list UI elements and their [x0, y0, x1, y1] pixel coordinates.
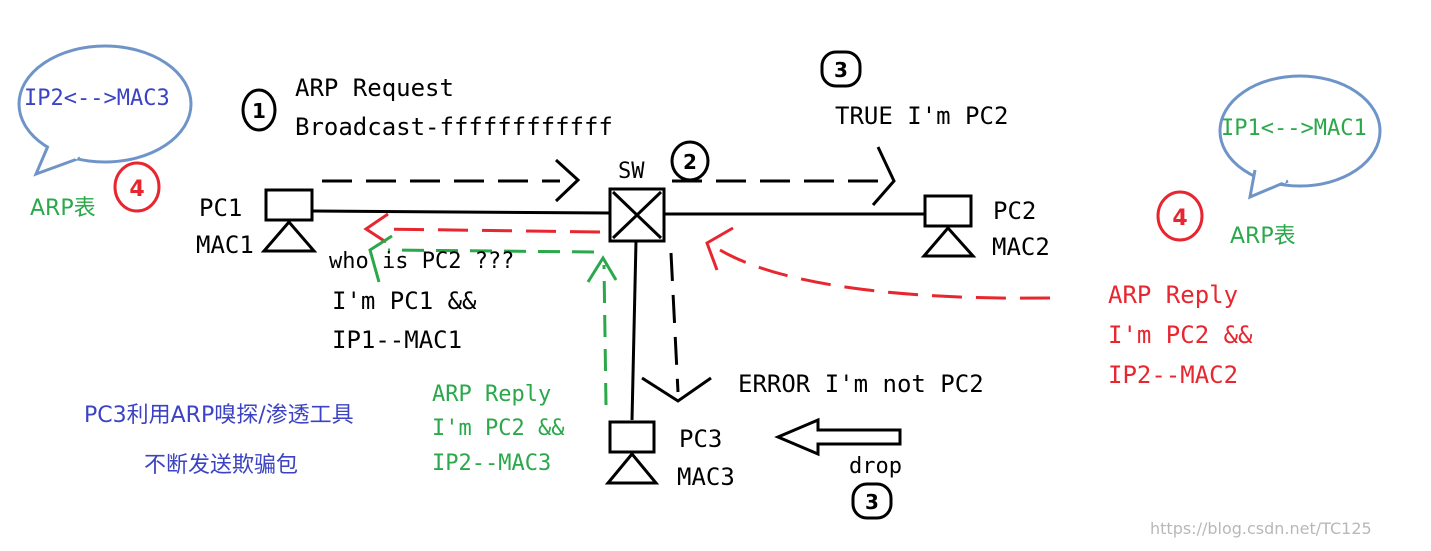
request-arrow-sw-to-pc3 — [641, 252, 712, 403]
pc3-icon — [604, 420, 660, 485]
step-circle-forward: 2 — [670, 140, 710, 182]
step-circle-true-reply: 3 — [820, 50, 862, 88]
true-reply-label: TRUE I'm PC2 — [835, 102, 1009, 130]
step-true-reply-label: 3 — [834, 58, 848, 82]
request-arrow-pc1-to-sw — [322, 158, 581, 203]
link-pc1-sw — [312, 209, 611, 215]
step-drop-label: 3 — [865, 490, 879, 514]
step-right-table-label: 4 — [1172, 206, 1187, 231]
error-label: ERROR I'm not PC2 — [738, 370, 984, 398]
drop-label: drop — [849, 454, 902, 479]
step-circle-right-table: 4 — [1156, 190, 1204, 242]
request-broadcast: Broadcast-ffffffffffff — [295, 113, 613, 141]
request-line1: who is PC2 ??? — [329, 249, 515, 274]
pc3-reply-line2: I'm PC2 && — [432, 416, 565, 441]
pc3-reply-line1: ARP Reply — [432, 382, 552, 407]
step-forward-label: 2 — [683, 150, 697, 174]
pc1-mac: MAC1 — [196, 231, 254, 259]
reply-arrow-pc2-to-pc1 — [363, 212, 1051, 300]
arp-table-bubble-left — [17, 44, 193, 177]
left-table-entry: IP2<-->MAC3 — [24, 86, 170, 111]
step-left-table-label: 4 — [129, 177, 144, 202]
spoof-arrow-pc3-to-pc1 — [368, 234, 618, 406]
step-request-label: 1 — [252, 99, 266, 123]
pc3-mac: MAC3 — [677, 463, 735, 491]
switch-icon — [608, 187, 666, 243]
attacker-note-line1: PC3利用ARP嗅探/渗透工具 — [84, 403, 354, 428]
request-line2: I'm PC1 && — [332, 287, 477, 315]
pc2-icon — [920, 194, 977, 258]
right-table-entry: IP1<-->MAC1 — [1221, 116, 1367, 141]
request-title: ARP Request — [295, 74, 454, 102]
pc2-reply-line2: I'm PC2 && — [1108, 321, 1253, 349]
left-table-label: ARP表 — [30, 196, 96, 221]
step-circle-request: 1 — [241, 88, 277, 132]
request-line3: IP1--MAC1 — [332, 326, 463, 354]
pc2-reply-line1: ARP Reply — [1108, 281, 1239, 309]
pc1-icon — [260, 188, 318, 253]
pc1-name: PC1 — [199, 194, 243, 222]
step-circle-drop: 3 — [851, 482, 893, 520]
attacker-note-line2: 不断发送欺骗包 — [144, 453, 299, 478]
request-arrow-sw-to-pc2 — [672, 146, 896, 206]
right-table-label: ARP表 — [1230, 224, 1296, 249]
arp-table-bubble-right — [1218, 74, 1382, 200]
step-circle-left-table: 4 — [113, 161, 161, 213]
pc2-name: PC2 — [993, 197, 1037, 225]
pc3-name: PC3 — [679, 425, 723, 453]
pc3-reply-line3: IP2--MAC3 — [432, 451, 552, 476]
pc2-mac: MAC2 — [992, 233, 1050, 261]
link-sw-pc3 — [630, 240, 638, 421]
switch-name: SW — [618, 159, 645, 184]
drop-arrow — [774, 417, 902, 457]
pc2-reply-line3: IP2--MAC2 — [1108, 361, 1239, 389]
watermark: https://blog.csdn.net/TC125 — [1150, 519, 1372, 538]
